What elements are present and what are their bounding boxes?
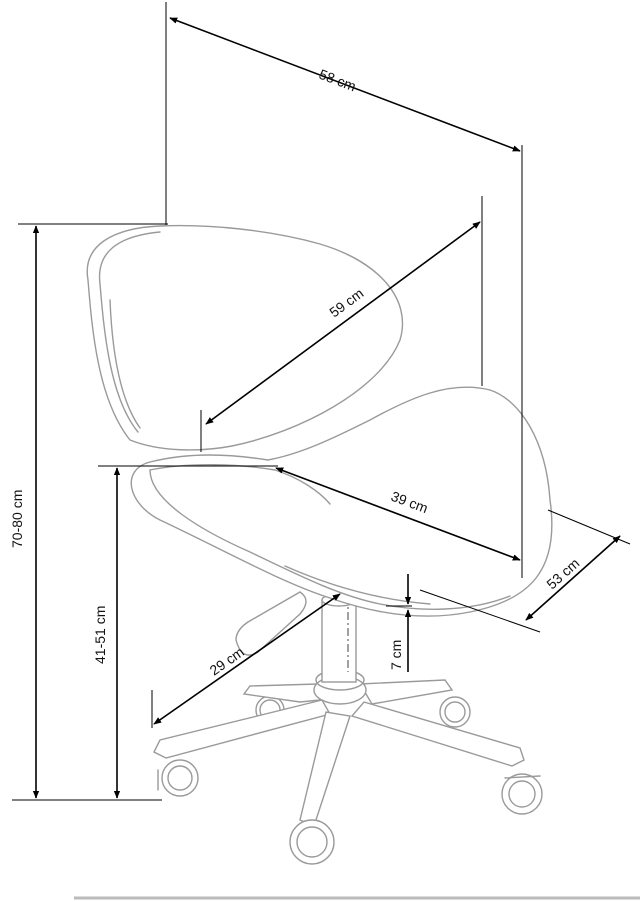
- dim-line-seat-width: [525, 535, 621, 621]
- label-total-height: 70-80 cm: [9, 490, 25, 548]
- caster-right: [501, 773, 543, 815]
- caster-back-right: [439, 696, 471, 728]
- dimension-lines: [12, 2, 631, 801]
- caster-front: [289, 819, 335, 865]
- dim-line-seat-depth: [275, 467, 521, 561]
- label-seat-height: 41-51 cm: [92, 606, 108, 664]
- dim-line-base-radius: [153, 593, 341, 725]
- backrest: [86, 224, 404, 451]
- dim-line-top-depth: [169, 17, 521, 152]
- ext-seat-width-left: [419, 589, 541, 633]
- caster-left: [157, 759, 199, 797]
- dim-line-backrest: [205, 221, 481, 425]
- label-top-depth: 58 cm: [317, 66, 358, 94]
- label-gas-lift: 7 cm: [388, 640, 404, 670]
- gas-lift-column: [321, 593, 357, 683]
- star-base: [153, 669, 525, 827]
- height-lever: [235, 591, 307, 656]
